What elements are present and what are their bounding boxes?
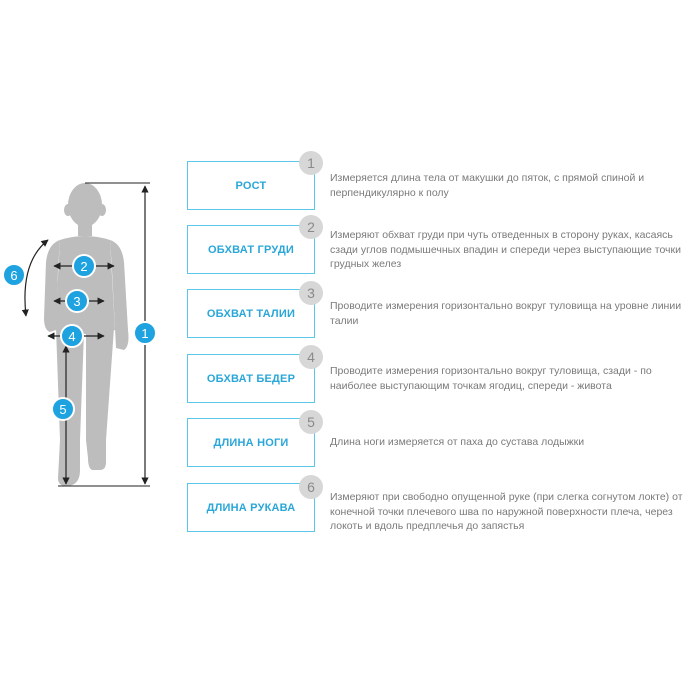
figure-marker-3: 3 [65, 289, 89, 313]
measurement-number-5: 5 [299, 410, 323, 434]
measurement-label-chest: ОБХВАТ ГРУДИ [208, 243, 294, 256]
measurement-box-sleeve: ДЛИНА РУКАВА [187, 483, 315, 532]
measurement-box-waist: ОБХВАТ ТАЛИИ [187, 289, 315, 338]
figure-marker-6-text: 6 [10, 268, 17, 283]
figure-marker-5-text: 5 [59, 402, 66, 417]
measurement-number-2: 2 [299, 215, 323, 239]
measurement-number-1: 1 [299, 151, 323, 175]
sleeve-measure-line [21, 239, 49, 317]
figure-marker-3-text: 3 [73, 294, 80, 309]
figure-marker-5: 5 [51, 397, 75, 421]
measurement-box-height: РОСТ [187, 161, 315, 210]
figure-marker-2-text: 2 [80, 259, 87, 274]
measurement-label-leg: ДЛИНА НОГИ [213, 436, 289, 449]
measurement-number-4: 4 [299, 345, 323, 369]
figure-marker-4: 4 [60, 324, 84, 348]
figure-marker-4-text: 4 [68, 329, 75, 344]
measurement-label-height: РОСТ [235, 179, 267, 192]
measurement-box-chest: ОБХВАТ ГРУДИ [187, 225, 315, 274]
figure-marker-1: 1 [133, 321, 157, 345]
figure-marker-6: 6 [2, 263, 26, 287]
figure-marker-2: 2 [72, 254, 96, 278]
child-silhouette [44, 183, 129, 486]
measurement-description-chest: Измеряют обхват груди при чуть отведенны… [330, 229, 681, 270]
measurement-description-waist: Проводите измерения горизонтально вокруг… [330, 300, 682, 327]
measurement-label-hips: ОБХВАТ БЕДЕР [206, 372, 296, 385]
figure-marker-1-text: 1 [141, 326, 148, 341]
measurement-number-6: 6 [299, 475, 323, 499]
measurement-label-sleeve: ДЛИНА РУКАВА [206, 501, 296, 514]
measurement-label-waist: ОБХВАТ ТАЛИИ [206, 307, 296, 320]
measurement-number-3: 3 [299, 281, 323, 305]
measurement-box-hips: ОБХВАТ БЕДЕР [187, 354, 315, 403]
measurement-description-sleeve: Измеряют при свободно опущенной руке (пр… [330, 491, 683, 532]
measurement-description-leg: Длина ноги измеряется от паха до сустава… [330, 436, 585, 448]
measurement-box-leg: ДЛИНА НОГИ [187, 418, 315, 467]
measurement-description-height: Измеряется длина тела от макушки до пято… [330, 172, 645, 199]
measurement-description-hips: Проводите измерения горизонтально вокруг… [330, 365, 652, 392]
